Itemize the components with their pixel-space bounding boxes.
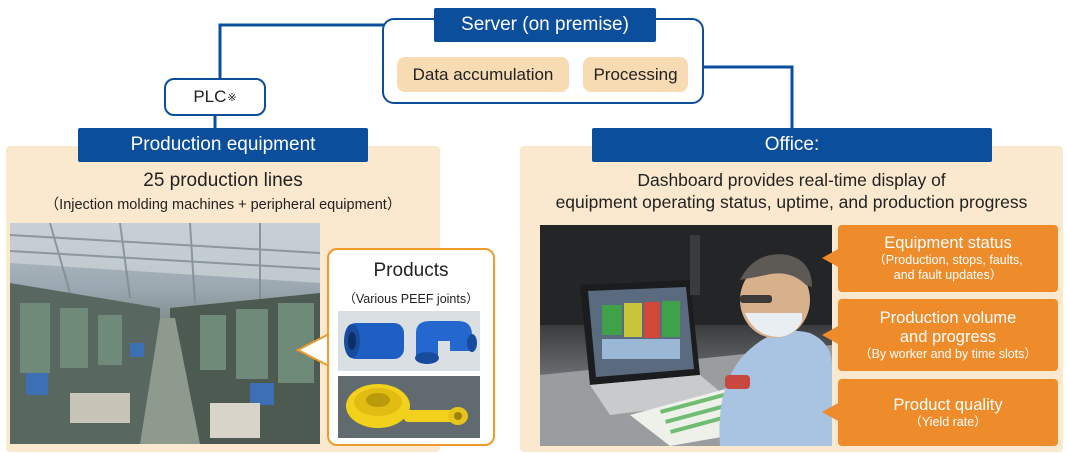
server-to-office-line [704, 65, 794, 128]
products-subtitle: （Various PEEF joints） [343, 292, 479, 306]
processing-chip: Processing [583, 57, 688, 92]
equipment-status-title: Equipment status [884, 234, 1012, 252]
dashboard-description-line-2: equipment operating status, uptime, and … [555, 192, 1028, 212]
blue-joints-photo [338, 311, 480, 371]
production-volume-title-2: and progress [899, 327, 997, 346]
product-quality-title: Product quality [893, 395, 1003, 414]
production-volume-tag: Production volume and progress （By worke… [838, 299, 1058, 371]
production-lines-title: 25 production lines [143, 170, 303, 191]
production-lines-subtitle: （Injection molding machines + peripheral… [44, 197, 402, 213]
plc-footnote-mark: ※ [227, 91, 237, 104]
data-accumulation-chip: Data accumulation [397, 57, 569, 92]
product-quality-arrow [822, 402, 840, 422]
equipment-status-tag: Equipment status （Production, stops, fau… [838, 225, 1058, 292]
server-to-plc-line [218, 23, 434, 78]
yellow-joints-photo [338, 376, 480, 438]
production-volume-title-1: Production volume [879, 308, 1017, 327]
production-volume-detail: （By worker and by time slots） [859, 346, 1037, 361]
production-equipment-header: Production equipment [78, 128, 368, 162]
dashboard-description-line-1: Dashboard provides real-time display of [637, 170, 946, 190]
factory-floor-photo [10, 223, 320, 444]
office-dashboard-photo [540, 225, 832, 446]
products-title: Products [373, 260, 449, 281]
products-callout-tail [296, 332, 330, 368]
equipment-status-arrow [822, 248, 840, 268]
product-quality-detail: （Yield rate） [909, 414, 987, 429]
production-volume-arrow [822, 325, 840, 345]
plc-box: PLC※ [164, 78, 266, 116]
equipment-status-detail-1: （Production, stops, faults, [873, 253, 1023, 267]
equipment-status-detail-2: and fault updates） [893, 268, 1003, 282]
server-title: Server (on premise) [434, 8, 656, 42]
office-header: Office: [592, 128, 992, 162]
plc-label: PLC [193, 87, 227, 106]
product-quality-tag: Product quality （Yield rate） [838, 379, 1058, 446]
